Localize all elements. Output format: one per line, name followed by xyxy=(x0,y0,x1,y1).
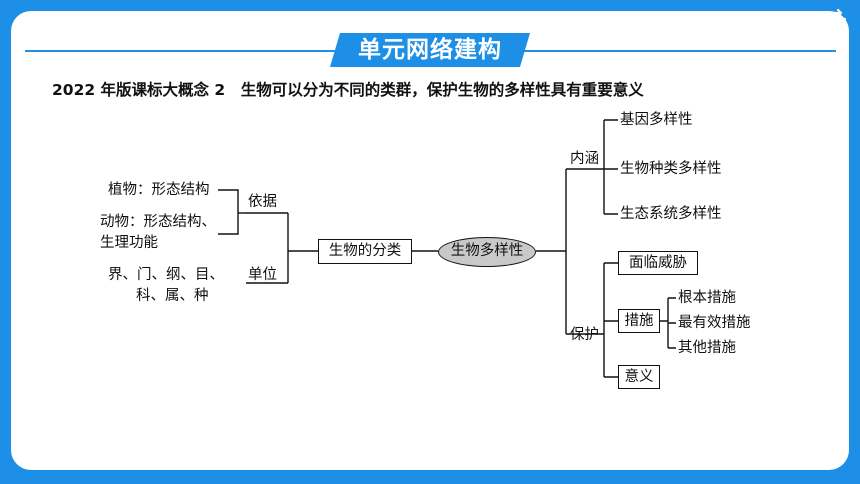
banner-title: 单元网络建构 xyxy=(358,37,502,63)
measure-item: 根本措施 xyxy=(678,290,736,306)
threat-box: 面临威胁 xyxy=(618,251,698,275)
connotation-item: 生态系统多样性 xyxy=(620,206,722,222)
title-banner xyxy=(330,33,530,67)
ranks-text-2: 科、属、种 xyxy=(136,288,209,304)
page-subtitle: 2022 年版课标大概念 2 生物可以分为不同的类群，保护生物的多样性具有重要意… xyxy=(52,81,644,99)
content-panel xyxy=(11,11,849,470)
biodiversity-ellipse: 生物多样性 xyxy=(438,237,536,267)
measure-item: 最有效措施 xyxy=(678,315,751,331)
header-rule-right xyxy=(518,50,836,52)
basis-label: 依据 xyxy=(248,194,277,210)
measure-item: 其他措施 xyxy=(678,340,736,356)
connotation-item: 基因多样性 xyxy=(620,112,693,128)
measures-box: 措施 xyxy=(618,309,660,333)
header-rule-left xyxy=(25,50,343,52)
animal-basis-text-2: 生理功能 xyxy=(100,235,158,251)
connotation-item: 生物种类多样性 xyxy=(620,161,722,177)
protection-label: 保护 xyxy=(570,327,599,343)
unit-label: 单位 xyxy=(248,267,277,283)
animal-basis-text: 动物：形态结构、 xyxy=(100,214,216,230)
connotation-label: 内涵 xyxy=(570,151,599,167)
plant-basis-text: 植物：形态结构 xyxy=(108,182,210,198)
ranks-text: 界、门、纲、目、 xyxy=(108,267,224,283)
classification-box: 生物的分类 xyxy=(318,239,412,264)
significance-box: 意义 xyxy=(618,365,660,389)
